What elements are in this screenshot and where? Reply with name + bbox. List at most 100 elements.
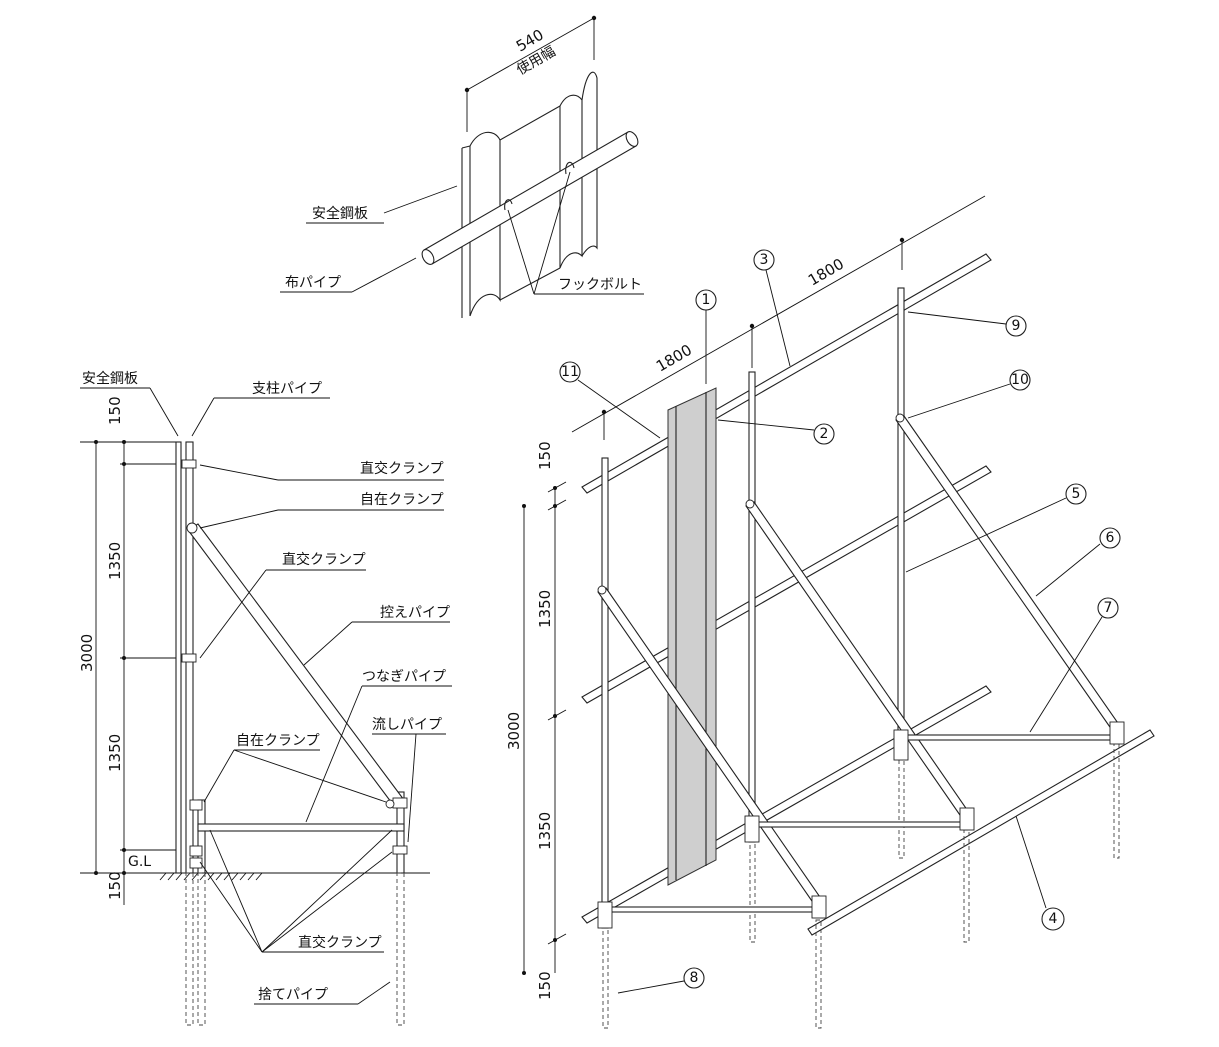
side-clamp-1 <box>181 459 197 469</box>
iso-span-1: 1800 <box>653 341 695 376</box>
callout-4: 4 <box>1015 815 1065 931</box>
leader-hook-1 <box>507 209 535 295</box>
side-dim-bottom: 150 <box>106 871 124 900</box>
iso-post-1 <box>601 457 609 929</box>
side-dim-upper: 1350 <box>106 542 124 580</box>
side-clamp-4 <box>189 845 203 857</box>
side-clamp-2 <box>181 653 197 663</box>
label-top-hook-bolt: フックボルト <box>558 277 642 293</box>
iso-span-2: 1800 <box>805 255 847 290</box>
label-side-support-pipe: 支柱パイプ <box>252 381 322 397</box>
leader-clamp-3a <box>209 829 263 953</box>
callout-7-text: 7 <box>1104 600 1113 616</box>
label-side-brace-pipe: 控えパイプ <box>380 605 450 621</box>
top-width-end-left <box>464 87 470 93</box>
iso-bottom-cloth-pipe <box>581 685 992 924</box>
iso-front-post-1-buried <box>815 919 822 1029</box>
callout-2: 2 <box>717 419 835 445</box>
leader-ground-pipe <box>357 981 391 1005</box>
leader-free-clamp-2a <box>203 749 235 803</box>
callout-6-text: 6 <box>1106 530 1115 546</box>
leader-clamp-2 <box>199 569 267 659</box>
label-side-flow-pipe: 流しパイプ <box>372 717 442 733</box>
side-clamp-5 <box>189 857 203 869</box>
side-dim-total: 3000 <box>78 634 96 672</box>
iso-brace-2 <box>745 501 971 819</box>
callout-7: 7 <box>1029 597 1119 733</box>
iso-dim-line <box>571 195 986 433</box>
label-top-steel-plate: 安全鋼板 <box>312 205 368 222</box>
callout-8-text: 8 <box>690 970 699 986</box>
plate-top-cap <box>461 145 471 149</box>
side-steel-plate <box>175 441 182 874</box>
iso-tick-1 <box>547 481 567 493</box>
callout-1-text: 1 <box>702 292 711 308</box>
side-tie-pipe <box>197 823 405 832</box>
callout-10-text: 10 <box>1011 372 1029 388</box>
iso-tie-pipe-2 <box>754 821 966 828</box>
leader-top-plate <box>383 185 458 214</box>
label-side-right-clamp-1: 直交クランプ <box>360 460 444 477</box>
callout-9: 9 <box>907 311 1027 337</box>
plate-rib-right <box>559 94 583 269</box>
callout-3: 3 <box>753 249 791 367</box>
side-support-pipe-buried <box>185 872 194 1026</box>
iso-tie-pipe-3 <box>903 734 1115 741</box>
iso-post-1-buried <box>602 927 609 1029</box>
iso-clamp-4 <box>811 895 827 919</box>
cloth-pipe-end-far <box>625 131 639 147</box>
leader-free-clamp-1 <box>199 509 279 529</box>
label-side-free-clamp-1: 自在クランプ <box>360 492 444 508</box>
iso-free-clamp-2 <box>745 499 755 509</box>
callout-6: 6 <box>1035 527 1121 597</box>
side-dim-lower: 1350 <box>106 734 124 772</box>
label-top-cloth-pipe: 布パイプ <box>285 275 341 291</box>
iso-dim-total: 3000 <box>505 712 523 750</box>
callout-5-text: 5 <box>1072 486 1081 502</box>
iso-tick-3 <box>547 709 567 721</box>
callout-9-text: 9 <box>1012 318 1021 334</box>
side-clamp-6 <box>392 797 408 809</box>
iso-tick-2 <box>547 499 567 511</box>
top-width-end-right <box>591 15 597 21</box>
side-dim-top: 150 <box>106 396 124 425</box>
leader-clamp-3b <box>199 861 263 953</box>
leader-free-clamp-2b <box>233 749 387 803</box>
iso-post-3 <box>897 287 905 739</box>
iso-free-clamp-1 <box>597 585 607 595</box>
label-side-tie-pipe: つなぎパイプ <box>362 669 446 685</box>
side-free-clamp-bottom <box>385 799 395 809</box>
top-detail: 540 使用幅 安全鋼板 布パイプ フックボルト <box>280 15 644 318</box>
callout-10: 10 <box>907 369 1031 419</box>
callout-5: 5 <box>905 483 1087 573</box>
label-side-steel-plate: 安全鋼板 <box>82 370 138 387</box>
label-side-right-clamp-3: 直交クランプ <box>298 934 382 951</box>
callout-8: 8 <box>617 967 705 994</box>
leader-clamp-3c <box>261 829 393 953</box>
leader-hook-2 <box>533 171 571 295</box>
leader-brace-pipe <box>303 621 353 666</box>
leader-clamp-3d <box>261 851 393 953</box>
iso-clamp-5 <box>959 807 975 831</box>
plate-face <box>499 105 561 301</box>
label-side-free-clamp-2: 自在クランプ <box>236 733 320 749</box>
iso-dim-top: 150 <box>536 441 554 470</box>
callout-4-text: 4 <box>1049 911 1058 927</box>
iso-free-clamp-3 <box>895 413 905 423</box>
leader-cloth-pipe <box>351 257 417 293</box>
iso-front-post-2-buried <box>963 829 970 943</box>
callout-2-text: 2 <box>820 426 829 442</box>
leader-tie-pipe <box>305 685 363 823</box>
iso-dim-lower: 1350 <box>536 812 554 850</box>
leader-flow-pipe <box>407 733 417 843</box>
iso-clamp-2 <box>744 815 760 843</box>
label-side-ground-pipe: 捨てパイプ <box>258 986 328 1003</box>
side-free-clamp-top <box>186 522 198 534</box>
iso-post-2-buried <box>749 841 756 943</box>
hook-bolt-1 <box>504 199 513 211</box>
hook-bolt-2 <box>565 161 575 175</box>
callout-11: 11 <box>559 361 661 439</box>
iso-mid-cloth-pipe <box>581 465 992 704</box>
